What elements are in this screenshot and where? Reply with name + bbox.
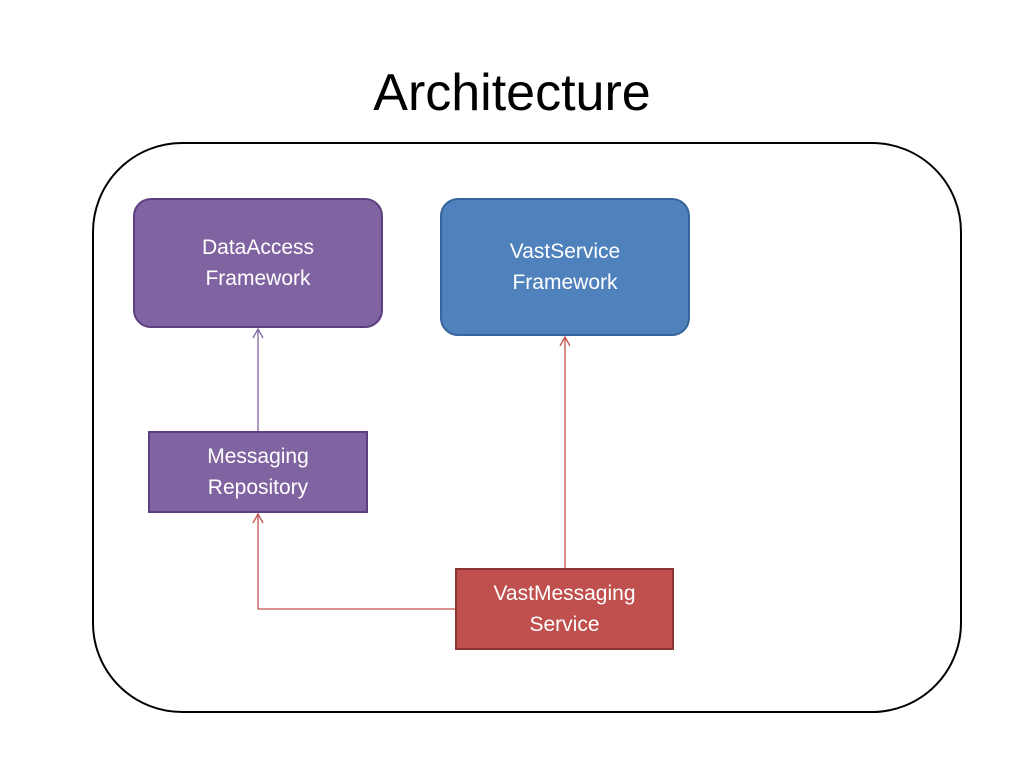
node-label-line2: Repository bbox=[207, 476, 309, 499]
slide-title: Architecture bbox=[373, 64, 651, 122]
node-label-line1: DataAccess bbox=[201, 236, 315, 259]
node-label-line1: VastService bbox=[509, 240, 621, 263]
edge-service-to-vastservice bbox=[559, 335, 571, 568]
node-label-line2: Service bbox=[529, 613, 600, 636]
edge-repository-to-dataaccess bbox=[252, 327, 264, 431]
node-label-line1: VastMessaging bbox=[493, 582, 636, 605]
arrowhead bbox=[559, 335, 571, 347]
arrowhead bbox=[252, 327, 264, 339]
node-dataaccess-framework: DataAccess Framework bbox=[133, 198, 383, 328]
arrowhead bbox=[252, 512, 264, 524]
edge-line bbox=[257, 514, 455, 610]
node-messaging-repository: Messaging Repository bbox=[148, 431, 368, 513]
node-vastmessaging-service: VastMessaging Service bbox=[455, 568, 674, 650]
architecture-frame bbox=[92, 142, 962, 713]
node-label-line1: Messaging bbox=[207, 445, 309, 468]
edge-service-to-repository bbox=[252, 512, 455, 610]
node-vastservice-framework: VastService Framework bbox=[440, 198, 690, 336]
node-label-line2: Framework bbox=[205, 267, 311, 290]
node-label-line2: Framework bbox=[512, 271, 618, 294]
